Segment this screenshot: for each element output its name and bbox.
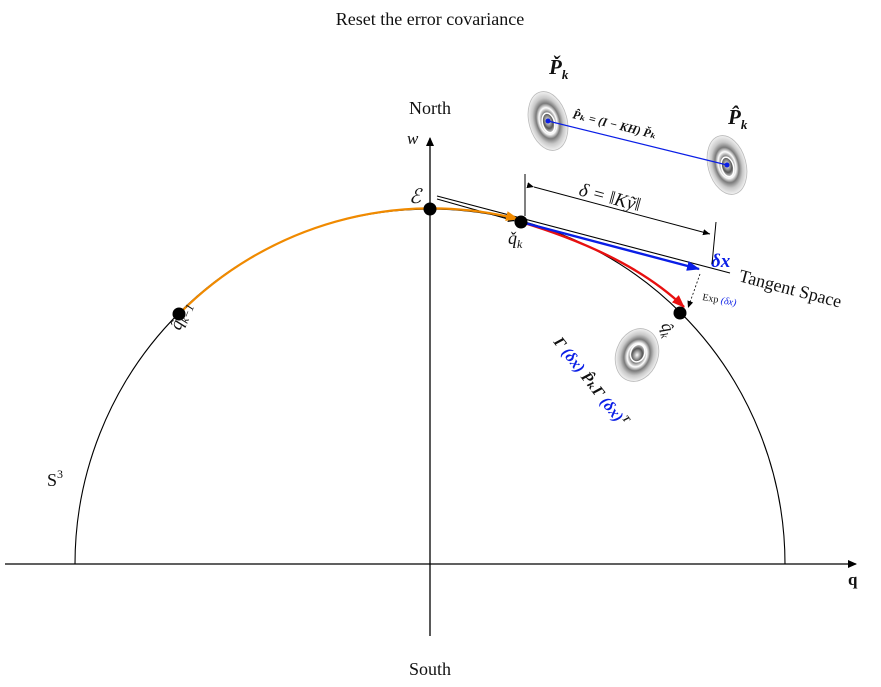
q-axis-label: q — [848, 570, 858, 589]
point-q-hat — [673, 306, 687, 320]
point-q-prev — [172, 307, 186, 321]
point-q-check — [514, 215, 528, 229]
sphere-label: S3 — [47, 467, 63, 490]
q-prev-label: q̂k−1 — [165, 299, 197, 334]
epsilon-label: ℰ — [409, 186, 423, 208]
update-line-start — [545, 118, 551, 124]
w-axis-label: w — [407, 129, 419, 148]
north-label: North — [409, 98, 451, 118]
exp-label: Exp (δx) — [701, 292, 737, 309]
covariance-ellipse-reset — [614, 328, 660, 382]
south-label: South — [409, 659, 451, 679]
P-check-label: P̌k — [548, 54, 569, 82]
diagram-title: Reset the error covariance — [336, 9, 524, 29]
delta-dimension — [526, 182, 711, 236]
delta-x-vector — [520, 220, 700, 271]
tangent-space-label: Tangent Space — [737, 266, 844, 312]
exp-projection — [687, 273, 701, 309]
update-line-end — [724, 162, 730, 168]
delta-x-label: δx — [711, 251, 731, 272]
delta-label: δ = ‖Kỹ‖ — [577, 180, 643, 217]
delta-ext-right — [711, 221, 717, 265]
orange-geodesic — [178, 207, 519, 315]
tangent-line — [436, 195, 731, 274]
P-hat-label: P̂k — [727, 104, 748, 132]
q-check-label: q̌k — [508, 228, 523, 251]
point-epsilon — [423, 202, 437, 216]
red-exp-arc — [520, 220, 685, 308]
update-equation: P̂ₖ = (I − KH) P̌ₖ — [571, 107, 658, 141]
q-hat-label: q̂k — [654, 320, 680, 341]
update-line — [547, 120, 728, 166]
